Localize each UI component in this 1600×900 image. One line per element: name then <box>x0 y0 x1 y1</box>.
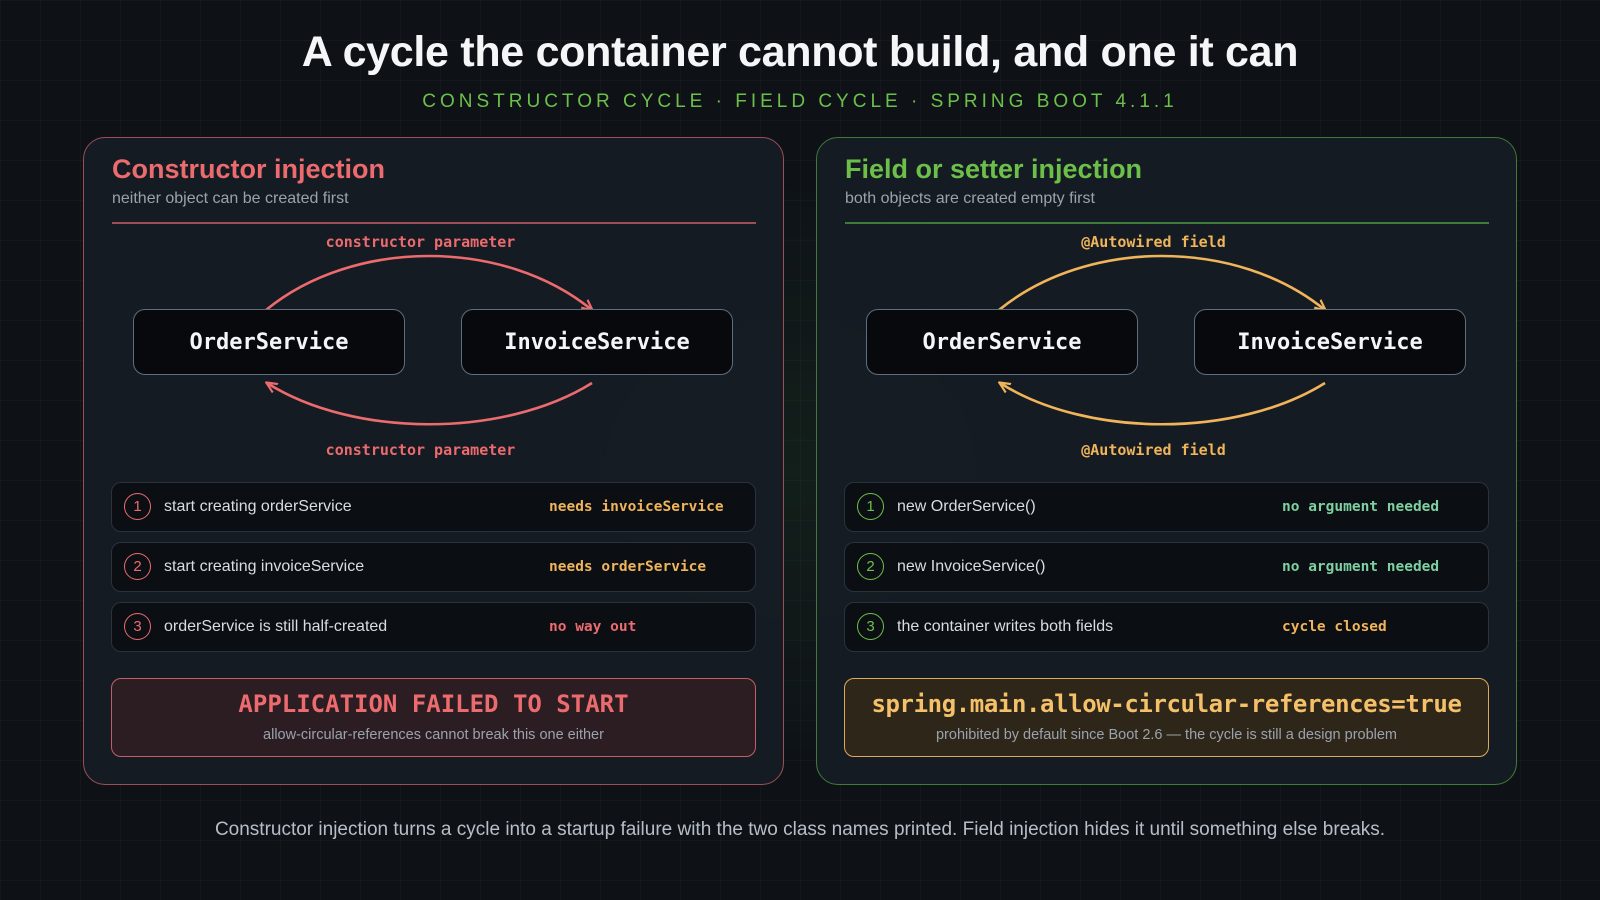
page-title: A cycle the container cannot build, and … <box>301 28 1299 76</box>
invoice-service-node: InvoiceService <box>461 309 733 375</box>
result-subtitle: allow-circular-references cannot break t… <box>263 727 604 743</box>
result-title: APPLICATION FAILED TO START <box>238 690 629 718</box>
step-text: new InvoiceService() <box>897 558 1046 575</box>
step-text: new OrderService() <box>897 498 1036 515</box>
step-number: 3 <box>124 613 151 640</box>
step-text: start creating invoiceService <box>164 558 365 575</box>
step-note: cycle closed <box>1282 619 1387 635</box>
order-service-node: OrderService <box>866 309 1138 375</box>
step-text: the container writes both fields <box>897 618 1114 635</box>
panel-subtitle: neither object can be created first <box>112 190 349 207</box>
divider <box>845 222 1489 224</box>
result-title: spring.main.allow-circular-references=tr… <box>871 690 1462 718</box>
edge-label-top: constructor parameter <box>325 233 516 251</box>
step-text: orderService is still half-created <box>164 618 388 635</box>
edge-label-bottom: constructor parameter <box>325 441 516 459</box>
divider <box>112 222 756 224</box>
step-number: 1 <box>857 493 884 520</box>
step-note: needs orderService <box>549 559 707 575</box>
step-note: no argument needed <box>1282 559 1440 575</box>
step-row: 1 new OrderService() no argument needed <box>844 482 1489 532</box>
step-row: 2 start creating invoiceService needs or… <box>111 542 756 592</box>
panel-subtitle: both objects are created empty first <box>845 190 1095 207</box>
step-row: 2 new InvoiceService() no argument neede… <box>844 542 1489 592</box>
step-text: start creating orderService <box>164 498 352 515</box>
failure-result-box: APPLICATION FAILED TO START allow-circul… <box>111 678 756 757</box>
order-service-node: OrderService <box>133 309 405 375</box>
panel-title: Constructor injection <box>112 154 386 184</box>
step-number: 2 <box>857 553 884 580</box>
dependency-diagram: @Autowired field @Autowired field <box>817 224 1518 464</box>
panel-title: Field or setter injection <box>845 154 1143 184</box>
step-row: 1 start creating orderService needs invo… <box>111 482 756 532</box>
step-note: no way out <box>549 619 637 635</box>
invoice-service-node: InvoiceService <box>1194 309 1466 375</box>
step-row: 3 the container writes both fields cycle… <box>844 602 1489 652</box>
footer-caption: Constructor injection turns a cycle into… <box>214 819 1386 840</box>
field-injection-panel: Field or setter injection both objects a… <box>816 137 1517 785</box>
step-note: needs invoiceService <box>549 499 724 515</box>
step-note: no argument needed <box>1282 499 1440 515</box>
dependency-diagram: constructor parameter constructor parame… <box>84 224 785 464</box>
step-number: 3 <box>857 613 884 640</box>
edge-label-top: @Autowired field <box>1081 233 1226 251</box>
page-subtitle: CONSTRUCTOR CYCLE · FIELD CYCLE · SPRING… <box>422 91 1178 112</box>
step-number: 2 <box>124 553 151 580</box>
config-property-box: spring.main.allow-circular-references=tr… <box>844 678 1489 757</box>
result-subtitle: prohibited by default since Boot 2.6 — t… <box>935 727 1398 743</box>
constructor-injection-panel: Constructor injection neither object can… <box>83 137 784 785</box>
step-row: 3 orderService is still half-created no … <box>111 602 756 652</box>
step-number: 1 <box>124 493 151 520</box>
edge-label-bottom: @Autowired field <box>1081 441 1226 459</box>
